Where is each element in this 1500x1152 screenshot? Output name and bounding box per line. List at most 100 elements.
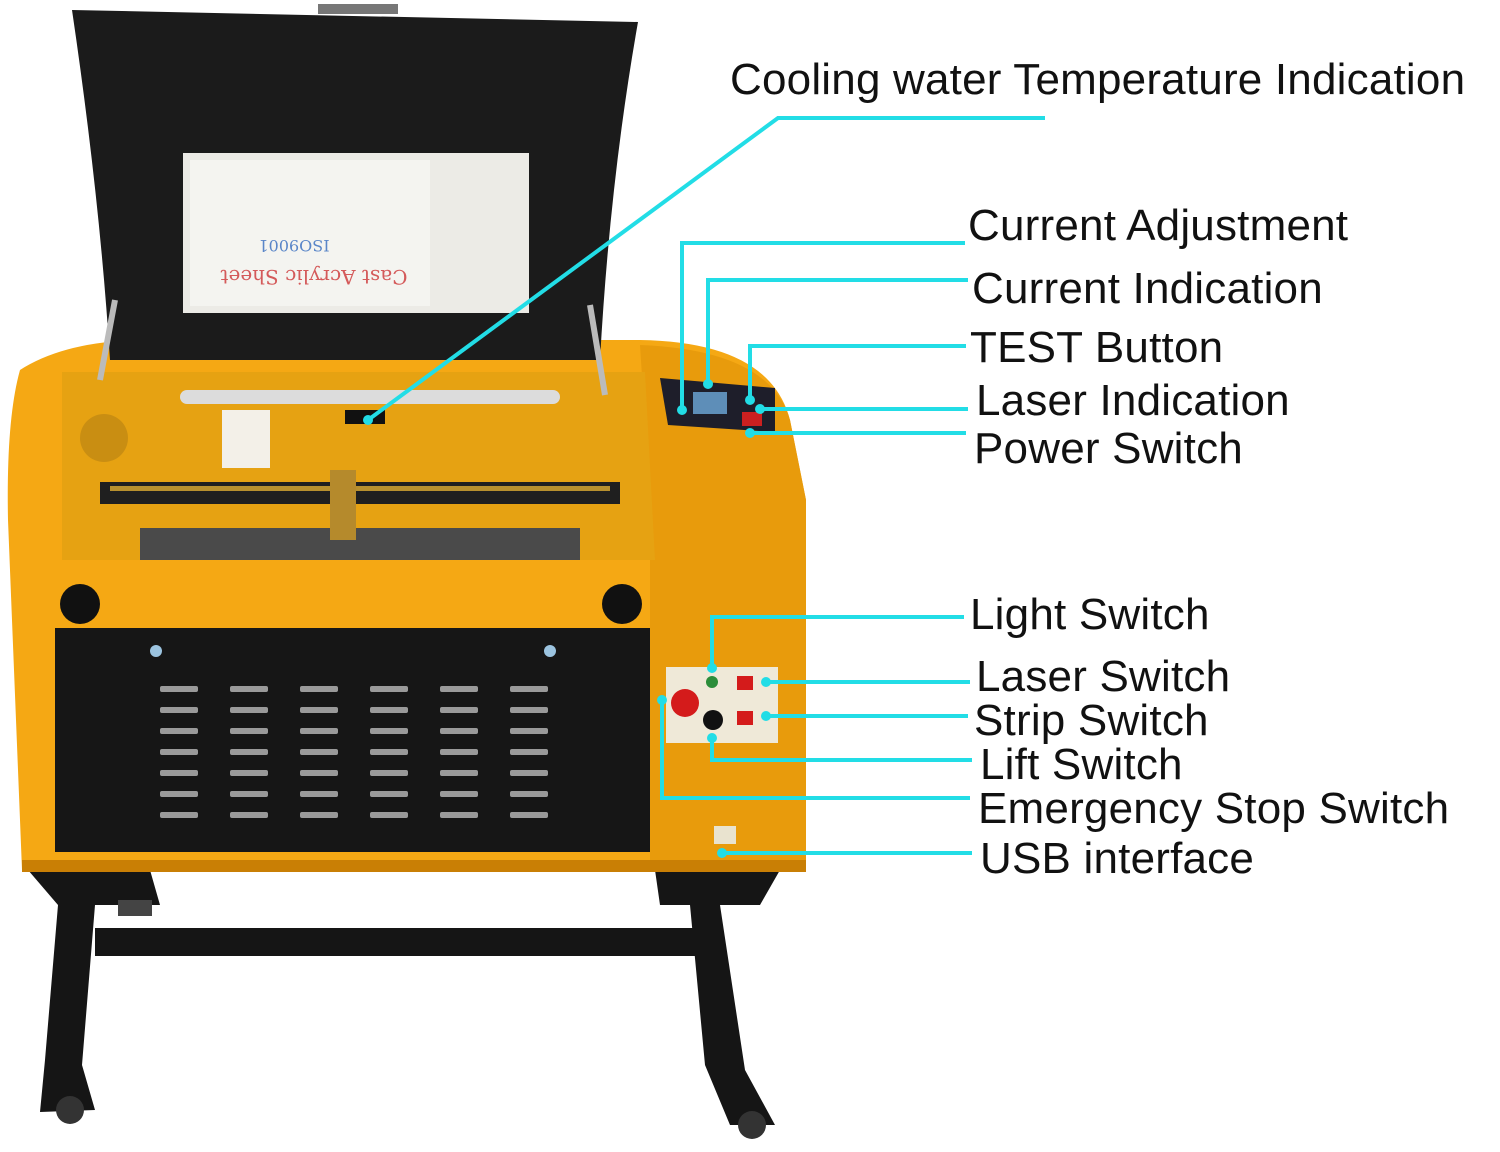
vent-slot xyxy=(440,749,478,755)
right-leg xyxy=(655,870,780,1125)
vent-slot xyxy=(370,812,408,818)
front-vent-panel xyxy=(55,628,650,852)
laser-rocker-switch xyxy=(737,676,753,690)
leader-dot-test-button xyxy=(745,395,755,405)
vent-slot xyxy=(370,749,408,755)
stand-crossbar xyxy=(95,928,695,956)
vent-slot xyxy=(370,791,408,797)
label-light-switch: Light Switch xyxy=(970,590,1210,639)
right-gas-strut xyxy=(587,304,608,396)
vent-slot xyxy=(160,707,198,713)
left-caster-wheel xyxy=(56,1096,84,1124)
leader-line-current-adjustment xyxy=(680,241,965,410)
left-leveling-foot xyxy=(118,900,152,916)
leader-dot-current-indication xyxy=(703,379,713,389)
power-switch-red xyxy=(742,412,762,426)
label-emergency-stop-switch: Emergency Stop Switch xyxy=(978,784,1450,833)
vent-slot xyxy=(300,749,338,755)
exhaust-port xyxy=(80,414,128,462)
lift-key-switch xyxy=(703,710,723,730)
label-cooling-water-temperature: Cooling water Temperature Indication xyxy=(730,55,1466,104)
leader-line-cooling-water xyxy=(366,116,1045,422)
label-current-indication: Current Indication xyxy=(972,264,1323,313)
lid xyxy=(72,4,638,396)
leader-dot-cooling-water xyxy=(363,415,373,425)
vent-slot xyxy=(440,707,478,713)
vent-slot xyxy=(230,812,268,818)
vent-slot xyxy=(230,728,268,734)
vent-slot xyxy=(440,791,478,797)
leader-line-light-switch xyxy=(710,615,964,668)
vent-slot xyxy=(300,791,338,797)
light-indicator xyxy=(706,676,718,688)
leader-line-test-button xyxy=(748,344,966,400)
panel-screw-right xyxy=(544,645,556,657)
gantry-rail xyxy=(100,482,620,504)
gantry-rail-highlight xyxy=(110,486,610,491)
vent-slot xyxy=(370,707,408,713)
vent-slot xyxy=(510,707,548,713)
control-panel xyxy=(660,378,775,432)
callout-leader-lines xyxy=(363,116,1045,858)
vent-slot xyxy=(300,812,338,818)
vent-slot xyxy=(160,812,198,818)
vent-slot xyxy=(300,770,338,776)
vent-slot xyxy=(370,728,408,734)
honeycomb-bed xyxy=(140,528,580,560)
stand xyxy=(28,870,780,1139)
emergency-stop-button xyxy=(671,689,699,717)
lid-window-glare xyxy=(190,160,430,306)
label-laser-indication: Laser Indication xyxy=(976,376,1290,425)
strip-rocker-switch xyxy=(737,711,753,725)
label-lift-switch: Lift Switch xyxy=(980,740,1183,789)
vent-slot xyxy=(510,686,548,692)
usb-port xyxy=(714,826,736,844)
vent-slot xyxy=(370,686,408,692)
leader-line-lift-switch xyxy=(710,738,972,762)
laser-head xyxy=(330,470,356,540)
leader-dot-strip-switch xyxy=(761,711,771,721)
left-leg xyxy=(28,870,160,1112)
vent-slot xyxy=(370,770,408,776)
label-laser-switch: Laser Switch xyxy=(976,652,1231,701)
vent-slot xyxy=(230,791,268,797)
label-power-switch: Power Switch xyxy=(974,424,1243,473)
leader-dot-usb-interface xyxy=(717,848,727,858)
work-area xyxy=(62,372,655,560)
label-strip-switch: Strip Switch xyxy=(974,696,1209,745)
vent-slot xyxy=(440,812,478,818)
laser-tube xyxy=(180,390,560,404)
vent-slot xyxy=(440,686,478,692)
vent-slot xyxy=(230,686,268,692)
vent-louvers xyxy=(160,686,548,818)
work-area-cavity xyxy=(62,372,655,560)
vent-slot xyxy=(510,728,548,734)
leader-dot-emergency-stop xyxy=(657,695,667,705)
vent-slot xyxy=(440,770,478,776)
vent-slot xyxy=(300,686,338,692)
vent-slot xyxy=(230,707,268,713)
leader-dot-lift-switch xyxy=(707,733,717,743)
vent-slot xyxy=(300,707,338,713)
vent-slot xyxy=(160,686,198,692)
vent-slot xyxy=(510,770,548,776)
lid-knob-left xyxy=(60,584,100,624)
sheet-title-text: Cast Acrylic Sheet xyxy=(220,265,407,289)
front-panel xyxy=(55,584,650,852)
right-caster-wheel xyxy=(738,1111,766,1139)
warning-sticker xyxy=(222,410,270,468)
vent-slot xyxy=(230,749,268,755)
leader-line-emergency-stop xyxy=(660,700,970,800)
lid-knob-right xyxy=(602,584,642,624)
leader-line-current-indication xyxy=(706,278,968,384)
label-usb-interface: USB interface xyxy=(980,834,1255,883)
leader-dot-current-adjustment xyxy=(677,405,687,415)
vent-slot xyxy=(230,770,268,776)
sheet-iso-text: ISO9001 xyxy=(258,236,329,255)
acrylic-sheet-print: Cast Acrylic Sheet ISO9001 xyxy=(220,236,407,289)
left-gas-strut xyxy=(97,299,118,381)
vent-slot xyxy=(160,791,198,797)
label-current-adjustment: Current Adjustment xyxy=(968,201,1349,250)
lcd-display xyxy=(693,392,727,414)
